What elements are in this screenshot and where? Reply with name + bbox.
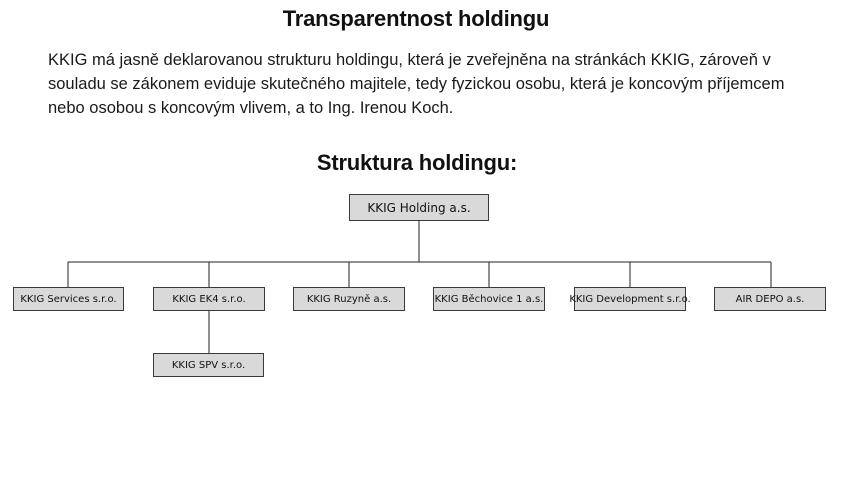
org-node-subsidiary: AIR DEPO a.s. — [714, 287, 826, 311]
org-node-subsidiary: KKIG Development s.r.o. — [569, 287, 691, 311]
org-node-subsidiary: KKIG Ruzyně a.s. — [293, 287, 405, 311]
structure-heading: Struktura holdingu: — [316, 150, 518, 175]
org-node-sub-subsidiary: KKIG SPV s.r.o. — [153, 353, 264, 377]
intro-paragraph: KKIG má jasně deklarovanou strukturu hol… — [48, 51, 785, 117]
page-title: Transparentnost holdingu — [282, 6, 550, 31]
org-node-subsidiary: KKIG Běchovice 1 a.s. — [433, 287, 545, 311]
org-node-subsidiary: KKIG EK4 s.r.o. — [153, 287, 265, 311]
org-node-subsidiary: KKIG Services s.r.o. — [13, 287, 124, 311]
org-node-root: KKIG Holding a.s. — [349, 194, 489, 221]
